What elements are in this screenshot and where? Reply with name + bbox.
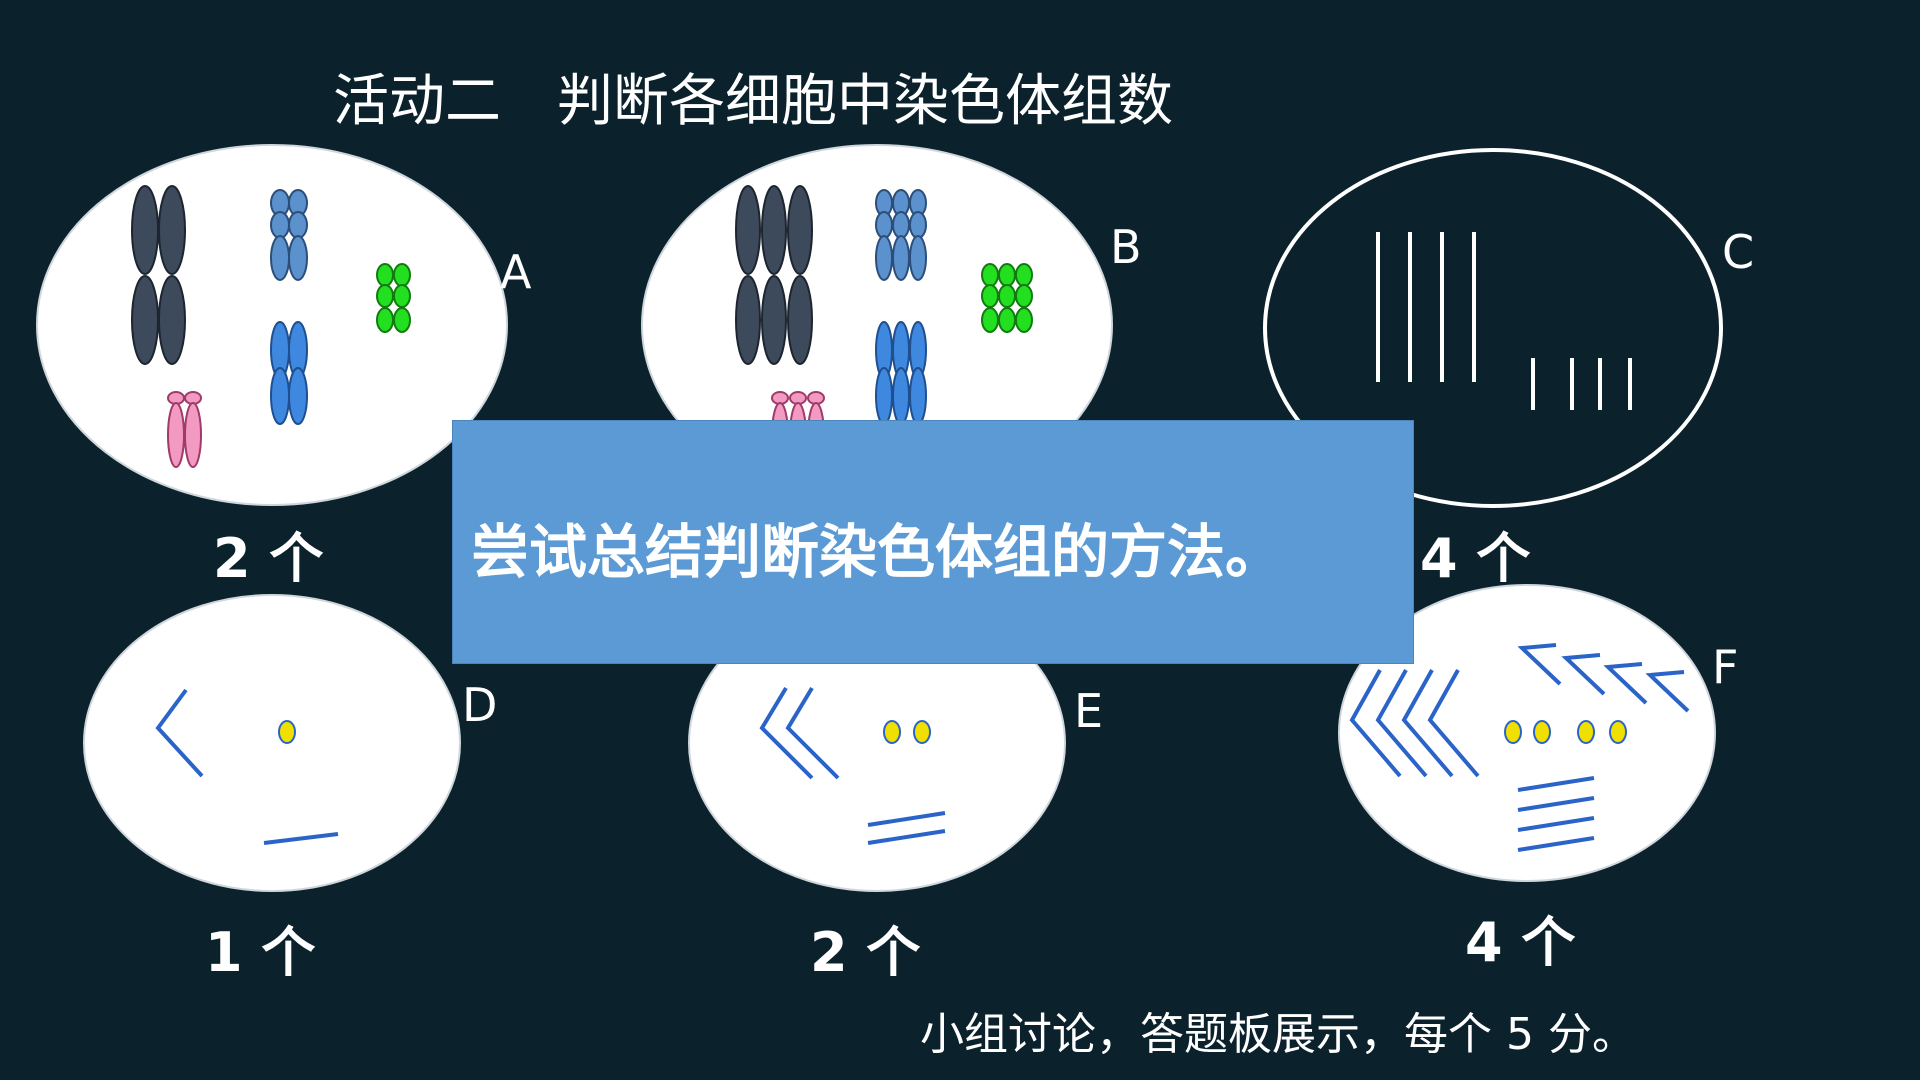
cell-a-lightblue-chromosomes bbox=[270, 189, 308, 281]
cell-b-dark-chromosomes bbox=[735, 185, 813, 365]
cell-a-letter: A bbox=[500, 245, 532, 299]
cell-d-dot bbox=[278, 720, 296, 744]
cell-e-dots bbox=[883, 720, 931, 744]
cell-e-letter: E bbox=[1074, 684, 1104, 738]
cell-b bbox=[641, 144, 1113, 506]
cell-b-letter: B bbox=[1110, 220, 1142, 274]
cell-d-chevron bbox=[155, 688, 204, 778]
cell-a-green-chromosomes bbox=[376, 263, 411, 333]
cell-f-letter: F bbox=[1712, 640, 1739, 694]
cell-d bbox=[83, 594, 461, 892]
cell-b-blue-chromosomes bbox=[875, 321, 927, 425]
cell-e-chevrons bbox=[759, 686, 840, 780]
cell-a-count: 2 个 bbox=[213, 527, 324, 590]
cell-e bbox=[688, 594, 1066, 892]
cell-c-membrane bbox=[1263, 148, 1723, 508]
footer-instruction: 小组讨论，答题板展示，每个 5 分。 bbox=[920, 1009, 1636, 1060]
cell-c-long-lines bbox=[1376, 232, 1476, 382]
cell-a bbox=[36, 144, 508, 506]
cell-d-line bbox=[263, 832, 339, 845]
cell-f bbox=[1338, 584, 1716, 882]
cell-f-dots bbox=[1504, 720, 1627, 744]
cell-d-count: 1 个 bbox=[205, 921, 316, 984]
cell-c bbox=[1263, 148, 1723, 508]
cell-a-dark-chromosomes bbox=[131, 185, 186, 365]
prompt-text: 尝试总结判断染色体组的方法。 bbox=[471, 518, 1284, 586]
cell-f-lines bbox=[1517, 776, 1595, 852]
cell-f-count: 4 个 bbox=[1465, 911, 1576, 974]
cell-a-blue-chromosomes bbox=[270, 321, 308, 425]
cell-e-count: 2 个 bbox=[810, 921, 921, 984]
cell-d-letter: D bbox=[462, 678, 498, 732]
cell-f-top-chevrons bbox=[1517, 643, 1690, 713]
cell-c-letter: C bbox=[1722, 225, 1755, 279]
cell-a-pink-chromosomes bbox=[167, 391, 202, 468]
prompt-box: 尝试总结判断染色体组的方法。 bbox=[452, 420, 1414, 664]
cell-b-lightblue-chromosomes bbox=[875, 189, 927, 281]
slide-title: 活动二 判断各细胞中染色体组数 bbox=[333, 69, 1173, 134]
cell-e-lines bbox=[867, 811, 946, 845]
cell-b-green-chromosomes bbox=[981, 263, 1033, 333]
cell-d-membrane bbox=[83, 594, 461, 892]
cell-f-membrane bbox=[1338, 584, 1716, 882]
cell-c-count: 4 个 bbox=[1420, 527, 1531, 590]
cell-c-short-lines bbox=[1531, 358, 1632, 410]
cell-f-left-chevrons bbox=[1349, 669, 1480, 778]
